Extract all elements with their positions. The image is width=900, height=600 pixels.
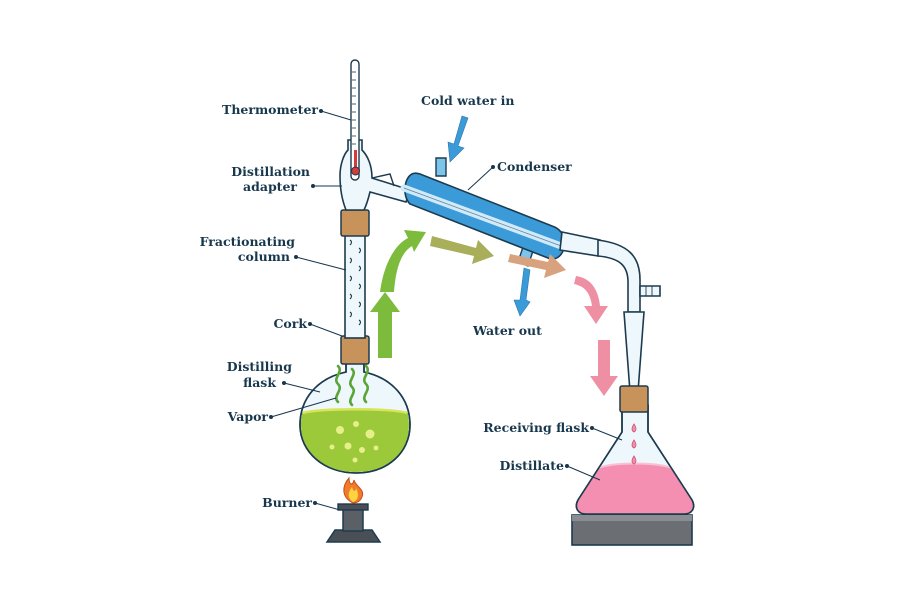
label-water-out: Water out [472,323,542,338]
leader-lines [269,109,623,511]
pink-distillate [576,463,694,514]
green-curved-arrow [380,230,426,292]
label-vapor: Vapor [227,409,269,424]
distilling-flask [299,361,411,474]
labels: Thermometer Distillation adapter Fractio… [200,93,590,510]
receiving-flask [575,385,695,515]
pink-curved-arrow [574,276,608,324]
label-cold-water-in: Cold water in [421,93,515,108]
burner [325,503,382,543]
pink-down-arrow [590,340,618,396]
label-fractionating-column-2: column [238,249,290,264]
label-distilling-flask-2: flask [243,375,276,390]
green-up-arrow [370,292,400,358]
label-receiving-flask: Receiving flask [483,420,589,435]
label-fractionating-column-1: Fractionating [200,234,296,249]
label-distilling-flask-1: Distilling [227,359,292,374]
flask-stand [571,514,693,546]
tan-arrow [508,254,566,278]
label-thermometer: Thermometer [222,102,318,117]
label-condenser: Condenser [497,159,572,174]
label-distillation-adapter-2: adapter [243,179,297,194]
cold-water-in-arrow [447,115,469,163]
label-distillate: Distillate [500,458,565,473]
label-burner: Burner [262,495,312,510]
condenser [400,157,601,267]
thermometer [350,59,360,181]
label-cork: Cork [273,316,307,331]
bubbles [329,421,379,463]
lower-cork [340,335,370,365]
upper-cork [340,209,370,237]
label-distillation-adapter-1: Distillation [231,164,310,179]
receiver-adapter [597,239,661,393]
water-out-arrow [513,267,531,317]
fractionating-column [344,221,366,339]
olive-arrow [430,236,494,264]
vapor-lines [335,364,369,407]
green-liquid [301,410,409,472]
flame-icon [343,476,364,504]
drops [631,423,637,465]
